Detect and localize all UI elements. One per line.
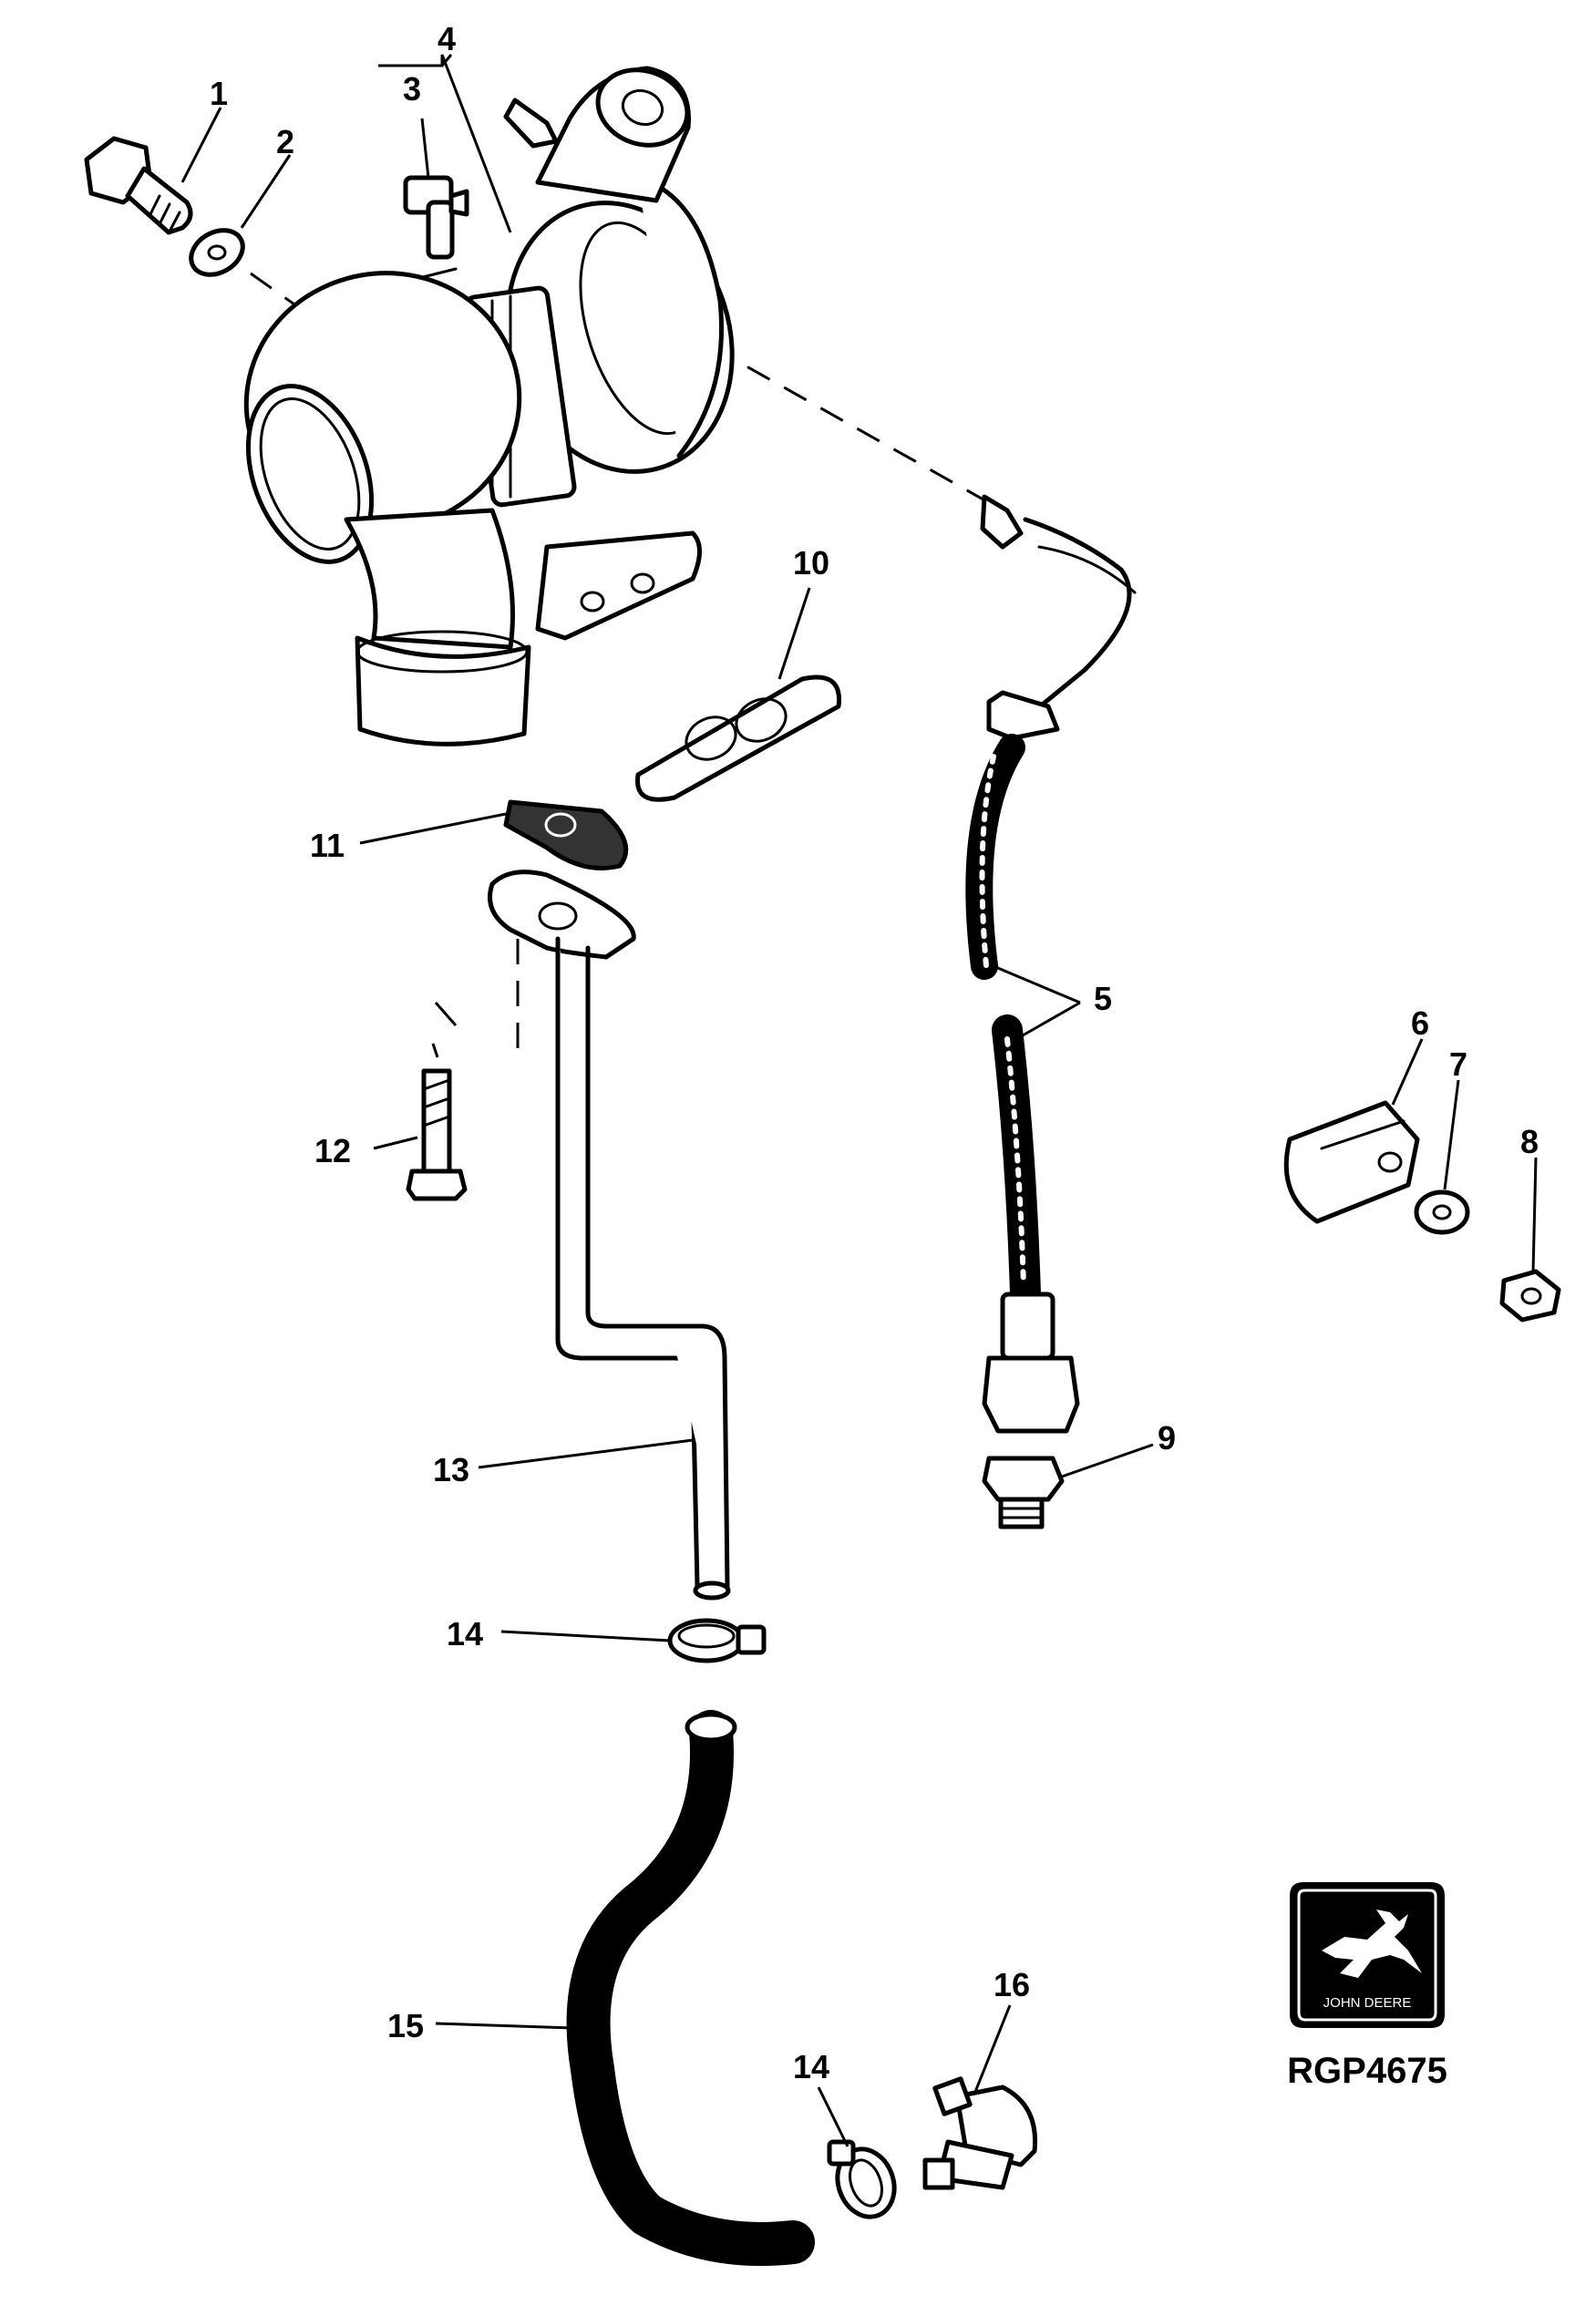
- callout-14-lower: 14: [793, 2048, 829, 2085]
- bolt-part-1: [84, 136, 193, 235]
- callout-1: 1: [210, 75, 228, 112]
- gasket-part-11: [503, 799, 629, 870]
- callout-2: 2: [276, 123, 294, 160]
- callout-10: 10: [793, 544, 829, 582]
- oil-supply-line-part-5: [965, 494, 1137, 1434]
- drain-hose-part-15: [566, 1710, 815, 2266]
- callout-5: 5: [1094, 980, 1112, 1017]
- callout-11: 11: [310, 827, 345, 864]
- hose-clamp-part-14-upper: [667, 1618, 767, 1663]
- elbow-fitting-part-16: [922, 2076, 1038, 2190]
- callout-16: 16: [994, 1966, 1030, 2003]
- fitting-part-9: [982, 1456, 1065, 1529]
- turbocharger-part-4: [243, 66, 735, 746]
- elbow-fitting-part-3: [403, 175, 469, 260]
- callout-13: 13: [433, 1451, 469, 1488]
- oil-drain-tube-part-13: [488, 870, 731, 1601]
- callout-8: 8: [1520, 1123, 1539, 1160]
- nut-part-8: [1499, 1269, 1561, 1323]
- washer-part-2: [189, 228, 245, 277]
- clamp-part-6: [1283, 1100, 1420, 1224]
- callout-numbers: 1 2 3 4 5 6 7 8 9 10 11 12 13 14 15 14 1…: [210, 20, 1539, 2085]
- leader-lines: [180, 54, 1538, 2147]
- callout-12: 12: [314, 1132, 351, 1169]
- callout-3: 3: [403, 70, 421, 108]
- logo-brand-text: JOHN DEERE: [1323, 1995, 1412, 2011]
- figure-code: RGP4675: [1287, 2051, 1447, 2091]
- bolt-part-12: [406, 1068, 468, 1201]
- washer-part-7: [1414, 1189, 1470, 1235]
- john-deere-logo: JOHN DEERE: [1290, 1882, 1445, 2028]
- callout-15: 15: [387, 2007, 424, 2044]
- gasket-part-10: [635, 674, 841, 802]
- callout-7: 7: [1449, 1045, 1467, 1083]
- deer-icon: [1322, 1910, 1422, 1978]
- callout-14-upper: 14: [447, 1615, 483, 1652]
- callout-4: 4: [438, 20, 456, 57]
- hose-clamp-part-14-lower: [827, 2139, 897, 2219]
- callout-6: 6: [1411, 1004, 1429, 1042]
- callout-9: 9: [1158, 1419, 1176, 1457]
